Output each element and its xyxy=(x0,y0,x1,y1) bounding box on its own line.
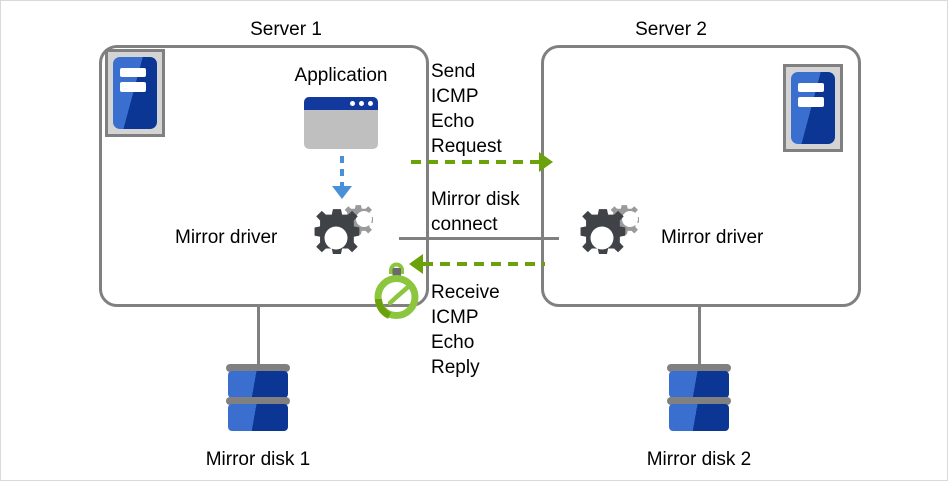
app-to-driver-arrow-icon xyxy=(332,156,352,200)
server-machine-icon-right xyxy=(783,64,843,152)
receive-line-4: Reply xyxy=(431,357,480,378)
server-icon-body xyxy=(791,72,835,144)
send-line-4: Request xyxy=(431,136,502,157)
gear-large-icon xyxy=(580,209,626,254)
mirror-disk-2-label: Mirror disk 2 xyxy=(646,449,752,470)
server-1-box xyxy=(99,45,429,307)
server1-to-disk1-line xyxy=(257,306,260,368)
arrow-shaft xyxy=(411,160,539,164)
arrow-shaft xyxy=(340,156,344,186)
connect-line-1: Mirror disk xyxy=(431,189,520,210)
server-icon-bar xyxy=(798,82,825,93)
app-window-dot xyxy=(350,101,355,106)
server-icon-body xyxy=(113,57,157,129)
disk-platter xyxy=(667,397,731,405)
mirror-driver-label-left: Mirror driver xyxy=(175,227,278,248)
arrow-head xyxy=(332,186,352,199)
arrow-head xyxy=(539,152,553,172)
disk-slab xyxy=(228,404,288,431)
disk-slab xyxy=(669,371,729,398)
server2-to-disk2-line xyxy=(698,306,701,368)
receive-line-3: Echo xyxy=(431,332,475,353)
app-window-dot xyxy=(359,101,364,106)
disk-platter xyxy=(226,364,290,372)
mirror-disk-1-label: Mirror disk 1 xyxy=(205,449,311,470)
mirror-disk-connect-line xyxy=(399,237,559,240)
app-window-dot xyxy=(368,101,373,106)
server-2-box xyxy=(541,45,861,307)
disk-platter xyxy=(667,364,731,372)
app-window-titlebar xyxy=(304,97,378,110)
send-line-1: Send xyxy=(431,61,476,82)
mirror-driver-label-right: Mirror driver xyxy=(661,227,764,248)
disk-slab xyxy=(228,371,288,398)
mirror-disk-2-icon xyxy=(667,364,731,438)
arrow-shaft xyxy=(423,262,545,266)
mirror-disk-1-icon xyxy=(226,364,290,438)
gears-icon-right xyxy=(580,205,639,254)
gears-icon-left xyxy=(314,205,373,254)
gear-large-icon xyxy=(314,209,360,254)
server-1-title: Server 1 xyxy=(250,19,322,40)
receive-line-2: ICMP xyxy=(431,307,479,328)
server-icon-bar xyxy=(120,82,147,92)
receive-reply-arrow-icon xyxy=(409,254,545,274)
server-icon-bar xyxy=(120,67,147,78)
server-machine-icon-left xyxy=(105,49,165,137)
send-request-arrow-icon xyxy=(411,152,553,172)
connect-line-2: connect xyxy=(431,214,498,235)
arrow-head xyxy=(409,254,423,274)
send-line-2: ICMP xyxy=(431,86,479,107)
application-label: Application xyxy=(294,65,388,86)
send-line-3: Echo xyxy=(431,111,475,132)
server-icon-bar xyxy=(798,97,825,107)
disk-slab xyxy=(669,404,729,431)
mirror-disk-connect-label: Mirror disk connect xyxy=(431,187,520,237)
stopwatch-icon xyxy=(374,262,419,319)
receive-line-1: Receive xyxy=(431,282,500,303)
application-window-icon xyxy=(304,97,378,149)
server-2-title: Server 2 xyxy=(635,19,707,40)
disk-platter xyxy=(226,397,290,405)
